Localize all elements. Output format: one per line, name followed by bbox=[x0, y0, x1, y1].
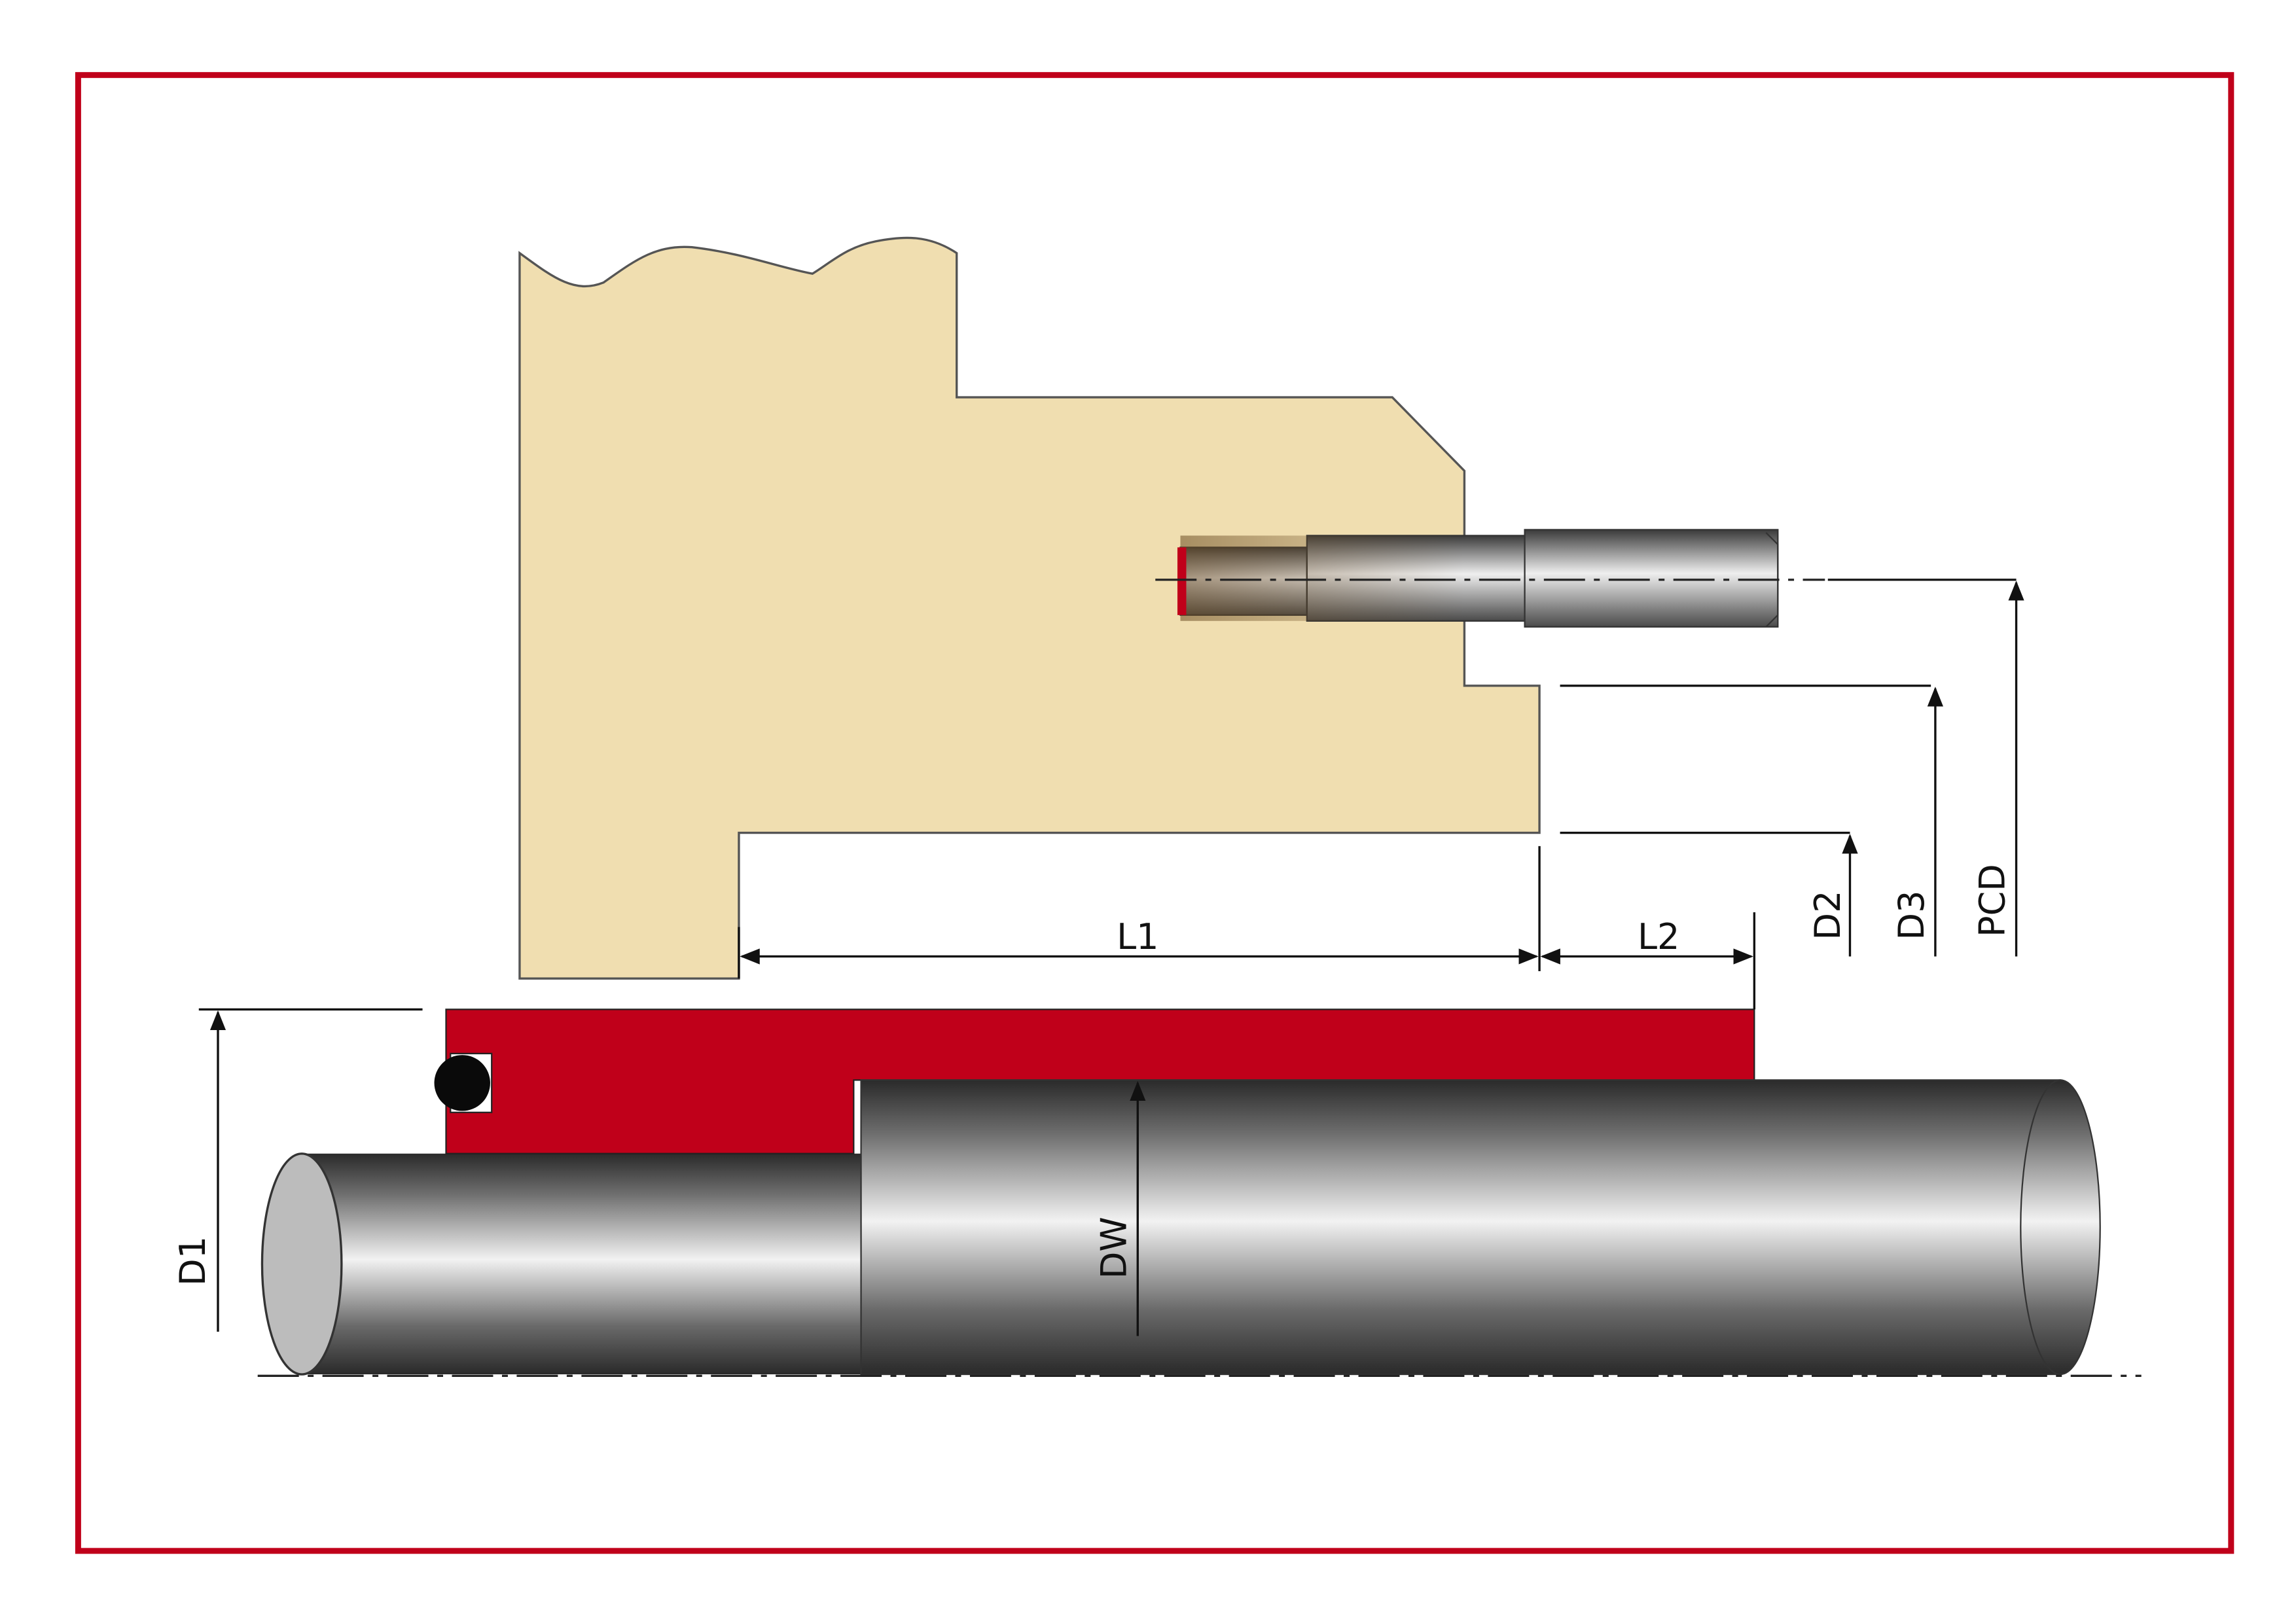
shaft-small bbox=[260, 1152, 867, 1376]
outer-frame bbox=[75, 72, 2234, 1554]
drive-pin bbox=[1177, 529, 1779, 628]
label-pcd: PCD bbox=[1972, 864, 2013, 937]
extension-lines bbox=[198, 579, 2017, 1011]
label-dw: DW bbox=[1093, 1217, 1134, 1279]
label-d3: D3 bbox=[1891, 891, 1932, 940]
label-d2: D2 bbox=[1807, 891, 1848, 940]
shaft-large bbox=[860, 1079, 2101, 1376]
label-d1: D1 bbox=[172, 1236, 213, 1286]
label-l2: L2 bbox=[1638, 916, 1679, 957]
dimension-lines bbox=[209, 580, 2024, 1336]
o-ring bbox=[434, 1055, 490, 1111]
housing-body bbox=[518, 236, 1541, 980]
label-l1: L1 bbox=[1117, 916, 1158, 957]
